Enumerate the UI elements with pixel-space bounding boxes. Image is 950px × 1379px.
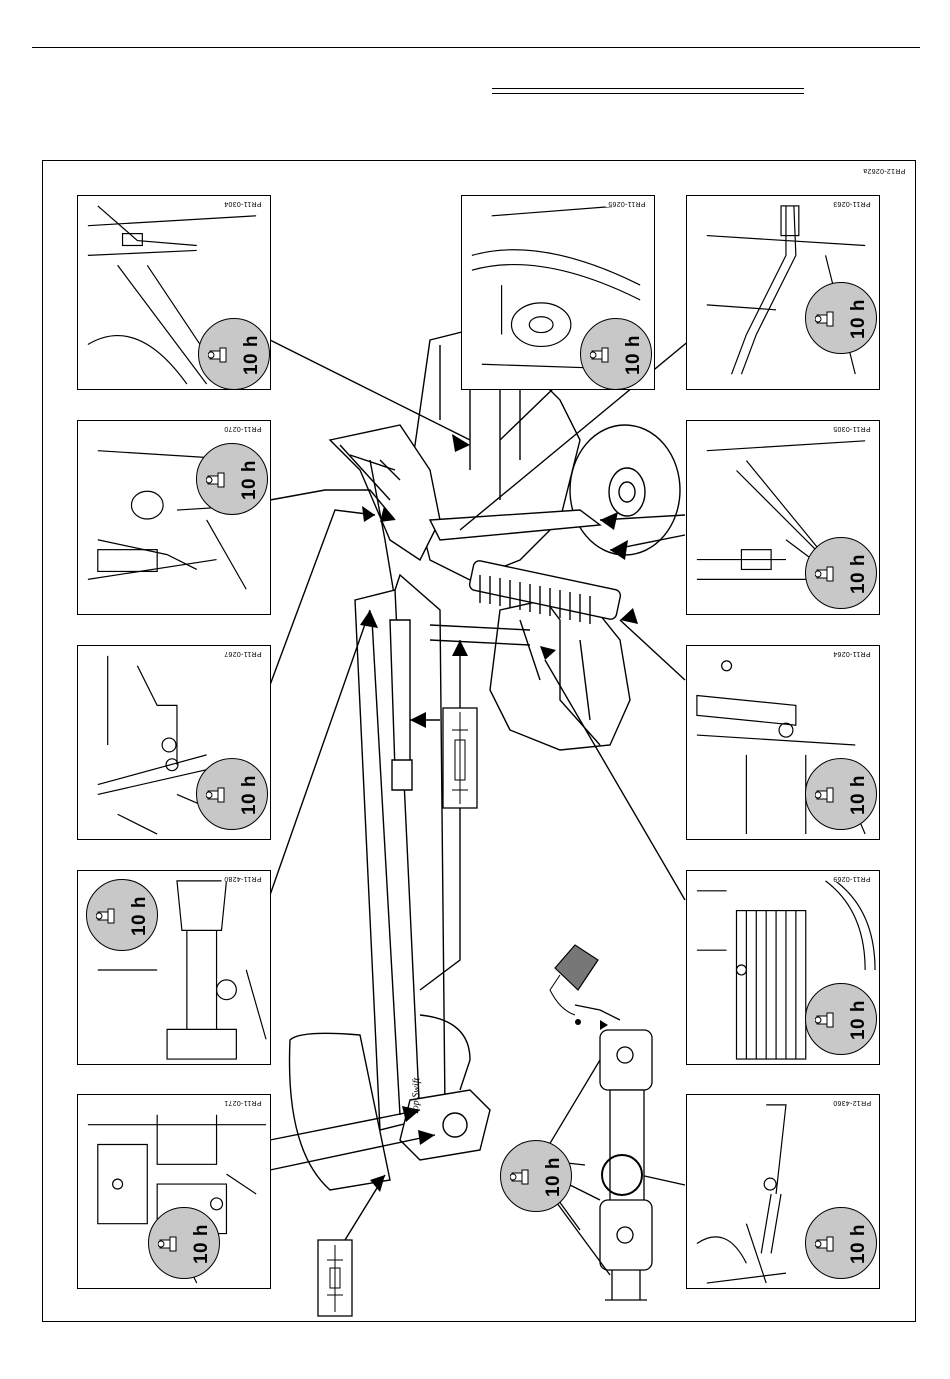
panel-code: PR11-0270 [222, 425, 264, 432]
oil-can-icon [550, 945, 608, 1030]
panel-code: PR11-4280 [222, 875, 264, 882]
panel-code: PR11-0267 [222, 650, 264, 657]
interval-label: 10 h [848, 775, 870, 815]
lube-interval-badge: 10 h [805, 537, 877, 609]
lube-interval-badge: 10 h [196, 758, 268, 830]
grease-nipple-icon [510, 1165, 532, 1189]
detail-panel-p0267: PR11-0267 10 h [77, 645, 271, 840]
panel-code: PR11-0305 [831, 425, 873, 432]
lube-interval-badge: 10 h [580, 318, 652, 390]
grease-nipple-icon [590, 343, 612, 367]
detail-panel-p0265: PR11-0265 10 h [461, 195, 655, 390]
panel-code: PR11-0265 [606, 200, 648, 207]
lube-interval-badge: 10 h [805, 983, 877, 1055]
interval-label: 10 h [241, 335, 263, 375]
panel-code: PR11-0304 [222, 200, 264, 207]
interval-label: 10 h [623, 335, 645, 375]
interval-label: 10 h [848, 554, 870, 594]
grease-nipple-icon [206, 468, 228, 492]
interval-label: 10 h [191, 1224, 213, 1264]
grease-nipple-icon [158, 1232, 180, 1256]
detail-panel-p0264: PR11-0264 10 h [686, 645, 880, 840]
shaft-lube-badge: 10 h [500, 1140, 572, 1212]
panel-code: PR11-0269 [831, 875, 873, 882]
lube-interval-badge: 10 h [805, 758, 877, 830]
detail-panel-p0305: PR11-0305 10 h [686, 420, 880, 615]
panel-code: PR11-0263 [831, 200, 873, 207]
grease-nipple-icon [815, 1008, 837, 1032]
lube-interval-badge: 10 h [86, 879, 158, 951]
grease-nipple-icon [815, 1232, 837, 1256]
interval-label: 10 h [848, 1224, 870, 1264]
grease-nipple-icon [206, 783, 228, 807]
lube-interval-badge: 10 h [148, 1207, 220, 1279]
detail-panel-p0270: PR11-0270 10 h [77, 420, 271, 615]
grease-nipple-icon [96, 904, 118, 928]
panel-code: PR11-0264 [831, 650, 873, 657]
lube-interval-badge: 10 h [805, 282, 877, 354]
grease-nipple-icon [815, 783, 837, 807]
interval-label: 10 h [239, 775, 261, 815]
panel-code: PR11-0271 [222, 1099, 264, 1106]
detail-panel-p0263: PR11-0263 10 h [686, 195, 880, 390]
detail-panel-p4360: PR12-4360 10 h [686, 1094, 880, 1289]
interval-label: 10 h [239, 460, 261, 500]
detail-panel-p0304: PR11-0304 10 h [77, 195, 271, 390]
panel-code: PR12-4360 [831, 1099, 873, 1106]
interval-label: 10 h [129, 896, 151, 936]
detail-panel-p4280: PR11-4280 10 h [77, 870, 271, 1065]
detail-panel-p0269: PR11-0269 10 h [686, 870, 880, 1065]
grease-nipple-icon [815, 562, 837, 586]
lube-interval-badge: 10 h [196, 443, 268, 515]
shaft-interval-label: 10 h [543, 1157, 565, 1197]
interval-label: 10 h [848, 1000, 870, 1040]
lube-interval-badge: 10 h [198, 318, 270, 390]
interval-label: 10 h [848, 299, 870, 339]
grease-nipple-icon [815, 307, 837, 331]
lube-interval-badge: 10 h [805, 1207, 877, 1279]
grease-nipple-icon [208, 343, 230, 367]
detail-panel-p0271: PR11-0271 10 h [77, 1094, 271, 1289]
